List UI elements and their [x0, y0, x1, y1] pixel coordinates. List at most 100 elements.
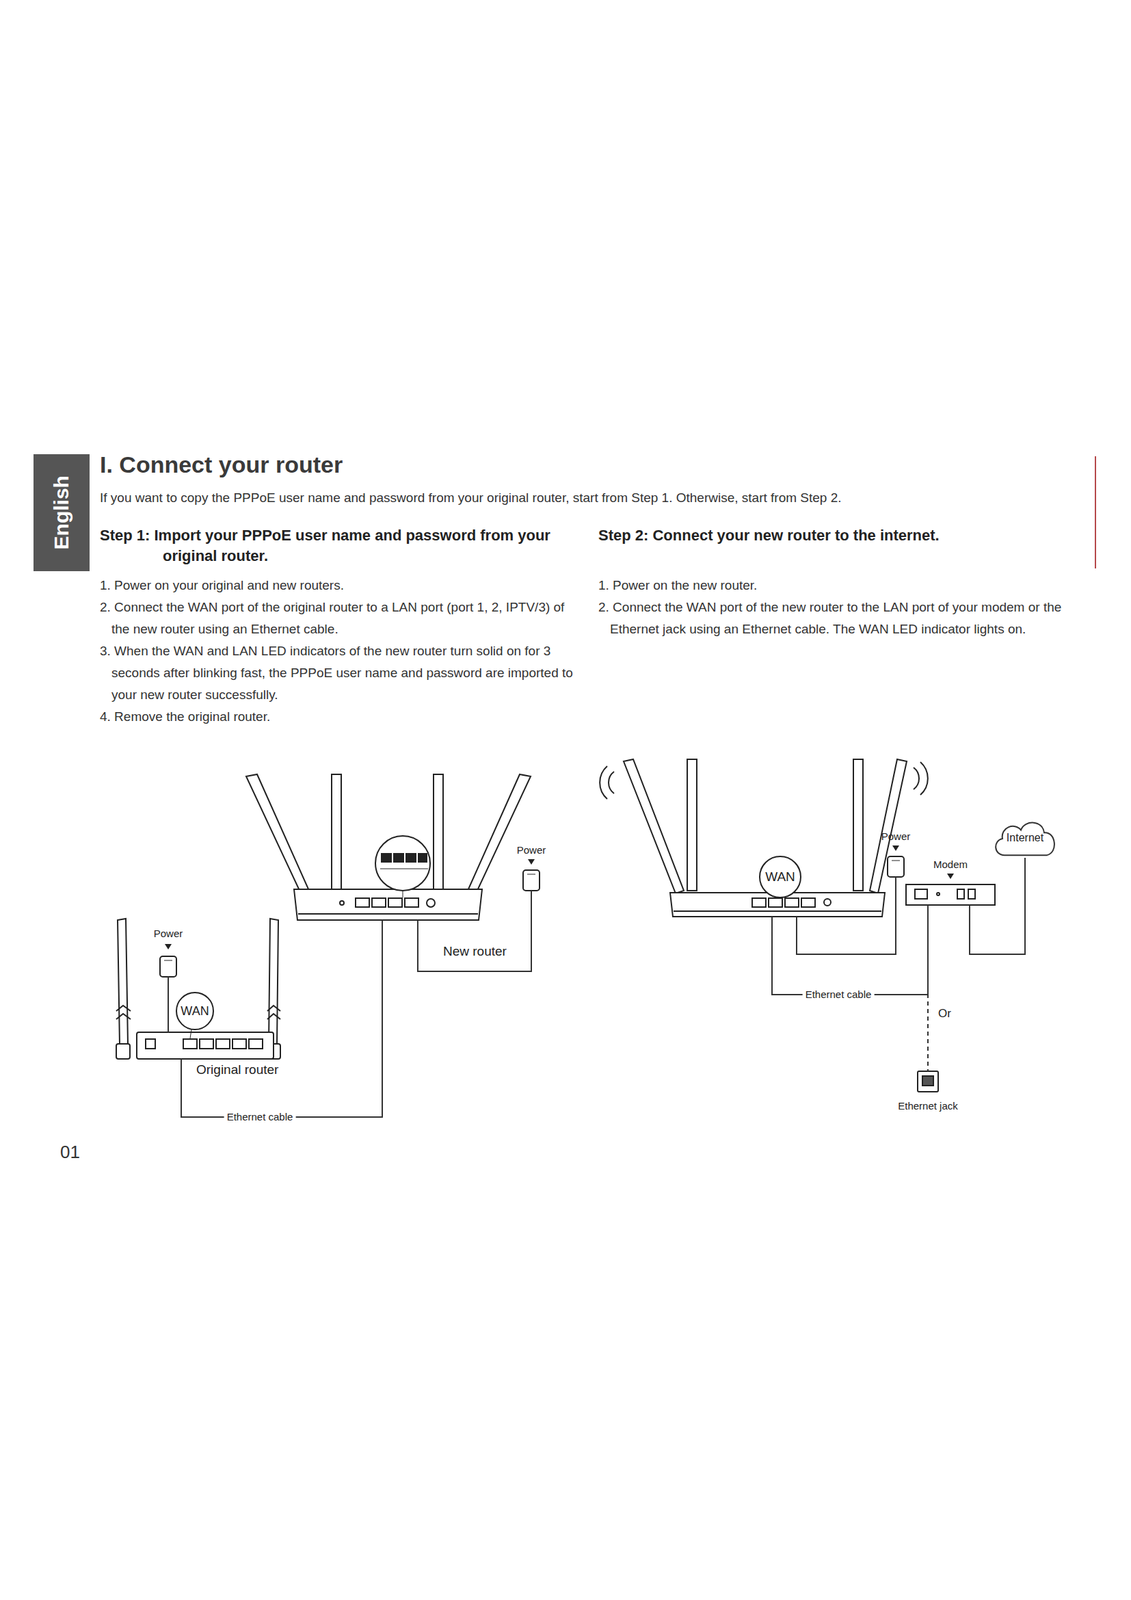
new-router-drawing [393, 853, 404, 862]
power-cord [167, 976, 169, 1032]
original-router-drawing [199, 1038, 214, 1049]
new-router-drawing [406, 853, 416, 862]
original-router-drawing [116, 1043, 130, 1059]
modem-drawing [906, 884, 995, 905]
new-router-drawing [331, 774, 342, 891]
original-router-drawing [232, 1038, 247, 1049]
device-label: Power [881, 830, 911, 842]
step2-router-drawing [752, 897, 766, 907]
section-rule [1094, 456, 1097, 569]
new-router-drawing [246, 774, 310, 894]
step2-router-drawing [687, 759, 697, 891]
original-router-drawing [216, 1038, 230, 1049]
step2-router-drawing [801, 897, 816, 907]
step2-router-drawing [823, 898, 831, 906]
language-tab: English [33, 454, 90, 571]
ethernet-jack-drawing [922, 1075, 934, 1086]
device-label: Power [153, 927, 184, 939]
device-label: Ethernet jack [897, 1099, 958, 1112]
ethernet-jack-drawing [917, 1070, 939, 1092]
page-text: If you want to copy the PPPoE user name … [99, 489, 1092, 507]
internet-cloud: Internet [990, 817, 1060, 858]
pointer-triangle [164, 943, 172, 950]
text-column: Step 1: Import your PPPoE user name and … [99, 525, 579, 728]
original-router-drawing [176, 992, 214, 1030]
power-adapter-drawing [891, 860, 900, 861]
step2-router-drawing [673, 910, 882, 912]
original-router-drawing [116, 918, 281, 1059]
device-label: English [49, 475, 74, 550]
step-heading: Step 2: Connect your new router to the i… [598, 525, 1077, 546]
power-cord [796, 876, 896, 954]
new-router-drawing [371, 897, 386, 907]
step2-router-drawing [913, 767, 920, 790]
new-router-drawing [388, 897, 403, 907]
modem-drawing [936, 892, 940, 896]
instruction-text: 2. Connect the WAN port of the original … [99, 596, 579, 641]
step2-router-drawing [759, 856, 801, 898]
step2-router-drawing [920, 761, 928, 795]
page-text: 01 [60, 1140, 81, 1164]
new-router-drawing [298, 912, 478, 915]
ethernet-cable [969, 857, 1026, 954]
device-label: Modem [933, 858, 968, 870]
pointer-triangle [947, 873, 954, 879]
new-router-drawing [467, 774, 531, 894]
step2-router-drawing [768, 897, 783, 907]
instruction-text: 1. Power on the new router. [598, 574, 1077, 597]
step2-router-drawing [784, 897, 799, 907]
power-adapter: Power [160, 955, 177, 977]
new-router-drawing [402, 890, 404, 898]
device-label: Power [516, 843, 547, 856]
power-adapter: Power [523, 869, 540, 891]
text-column: Step 2: Connect your new router to the i… [598, 525, 1077, 641]
modem-drawing [914, 888, 928, 899]
power-adapter-drawing [887, 856, 904, 877]
new-router-drawing [355, 897, 370, 907]
step2-router-drawing [608, 771, 615, 794]
original-router-drawing [267, 1013, 281, 1019]
original-router-drawing [116, 1013, 131, 1019]
step2-router-drawing [599, 759, 928, 917]
original-router-drawing [190, 1029, 192, 1039]
power-adapter-drawing [164, 960, 173, 961]
new-router-drawing [381, 853, 392, 862]
cloud-outline [995, 822, 1055, 856]
port-callout: WAN [180, 1003, 209, 1019]
new-router-drawing [418, 853, 427, 862]
device-label: Original router [196, 1061, 279, 1077]
new-router-drawing [246, 774, 531, 920]
ethernet-jack: Ethernet jack [917, 1070, 939, 1092]
step2-router-drawing [623, 759, 684, 894]
modem-drawing [957, 888, 965, 899]
ethernet-cable [772, 904, 928, 995]
instruction-text: 3. When the WAN and LAN LED indicators o… [99, 640, 579, 706]
new-router-drawing [375, 835, 431, 891]
ethernet-jack-drawing [917, 1070, 939, 1092]
cable-label: Ethernet cable [802, 988, 875, 1001]
new-router-drawing [339, 900, 344, 905]
original-router-drawing [117, 918, 128, 1045]
modem: Modem [906, 884, 995, 905]
section-title: I. Connect your router [99, 451, 343, 478]
step2-router-drawing [853, 759, 863, 891]
modem-drawing [906, 884, 995, 905]
instruction-text: 1. Power on your original and new router… [99, 574, 579, 597]
new-router: WAN [672, 892, 883, 917]
new-router-drawing [380, 868, 429, 870]
device-label: New router [443, 943, 507, 959]
original-router-drawing [116, 1005, 131, 1011]
new-router-drawing [294, 888, 483, 920]
original-router-drawing [183, 1038, 197, 1049]
instruction-text: 4. Remove the original router. [99, 705, 579, 728]
step2-router-drawing [869, 759, 907, 894]
new-router-drawing [433, 774, 444, 891]
section-rule [1094, 456, 1097, 569]
power-cord [417, 890, 532, 971]
power-adapter-drawing [160, 955, 177, 977]
ethernet-cable [181, 919, 383, 1117]
pointer-triangle [164, 845, 954, 950]
